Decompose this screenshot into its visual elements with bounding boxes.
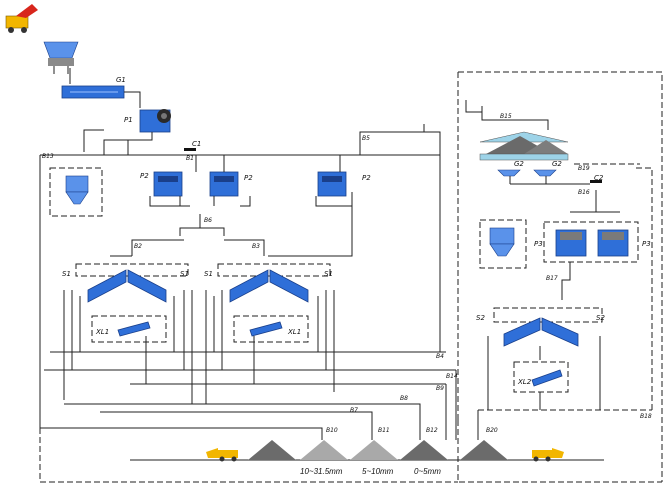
label-b19: B19: [578, 165, 590, 172]
product-fine: 0~5mm: [414, 467, 441, 476]
conveyor-c1-icon: [184, 148, 196, 151]
dump-truck-icon: [5, 4, 38, 33]
label-c2: C2: [594, 174, 604, 182]
stockpile-icon: [248, 440, 508, 460]
sand-washer-right: [249, 321, 283, 337]
label-b16: B16: [578, 189, 590, 196]
label-s1-d: S1: [324, 270, 333, 278]
cone-crusher-mid: [209, 171, 239, 197]
vibrating-screen-s2: [503, 317, 579, 347]
label-b9: B9: [436, 385, 444, 392]
label-b8: B8: [400, 395, 408, 402]
label-b15: B15: [500, 113, 512, 120]
label-p1: P1: [124, 116, 133, 124]
receiving-hopper-icon: [43, 41, 79, 74]
label-g1: G1: [116, 76, 126, 84]
product-coarse: 10~31.5mm: [300, 467, 343, 476]
label-b18: B18: [640, 413, 652, 420]
vsi-crusher-right: [597, 229, 629, 257]
label-s2-b: S2: [596, 314, 605, 322]
label-s1-c: S1: [204, 270, 213, 278]
label-s2-a: S2: [476, 314, 485, 322]
label-b5: B5: [362, 135, 370, 142]
label-xl1-a: XL1: [95, 328, 109, 336]
label-s1-b: S1: [180, 270, 189, 278]
screen-frame-s2: [493, 307, 603, 323]
vsi-crusher-left: [555, 229, 587, 257]
label-xl1-b: XL1: [287, 328, 301, 336]
vibrating-screen-right: [229, 269, 309, 303]
label-c1: C1: [192, 140, 201, 148]
conveyor-c2-icon: [590, 180, 602, 183]
loader-icon: [206, 448, 238, 462]
label-b4: B4: [436, 353, 444, 360]
vibrating-feeder-g1: [61, 85, 125, 99]
feeder-g2-right: [533, 169, 557, 177]
dust-collector-frame: [49, 167, 103, 217]
label-xl2: XL2: [517, 378, 532, 386]
label-p2-right: P2: [362, 174, 371, 182]
label-b11: B11: [378, 427, 390, 434]
label-b20: B20: [486, 427, 498, 434]
surge-bin-icon: [479, 131, 569, 161]
dust-collector-icon: [65, 175, 89, 205]
label-p3-right: P3: [642, 240, 651, 248]
product-medium: 5~10mm: [362, 467, 394, 476]
washer-frame-left: [91, 315, 167, 343]
label-g2-b: G2: [552, 160, 562, 168]
label-p2-mid: P2: [244, 174, 253, 182]
cone-crusher-right: [317, 171, 347, 197]
vibrating-screen-left: [87, 269, 167, 303]
label-b14: B14: [446, 373, 458, 380]
label-g2-a: G2: [514, 160, 524, 168]
vsi-frame: [543, 221, 639, 263]
washer-frame-xl2: [513, 361, 569, 393]
label-b3: B3: [252, 243, 260, 250]
washer-frame-right: [233, 315, 309, 343]
dust-collector-frame-right: [479, 219, 527, 269]
label-b2: B2: [134, 243, 142, 250]
label-b17: B17: [546, 275, 558, 282]
label-b6: B6: [204, 217, 212, 224]
label-b1: B1: [186, 155, 194, 162]
loader-icon-right: [532, 448, 564, 462]
right-section-frame: [458, 71, 663, 482]
dust-collector-icon-right: [489, 227, 515, 257]
label-s1-a: S1: [62, 270, 71, 278]
label-b12: B12: [426, 427, 438, 434]
label-b10: B10: [326, 427, 338, 434]
feeder-g2-left: [497, 169, 521, 177]
cone-crusher-left: [153, 171, 183, 197]
label-p2-left: P2: [140, 172, 149, 180]
sand-washer-xl2: [531, 369, 563, 387]
jaw-crusher-icon: [139, 109, 171, 133]
label-b13: B13: [42, 153, 54, 160]
sand-washer-left: [117, 321, 151, 337]
label-b7: B7: [350, 407, 358, 414]
label-p3-left: P3: [534, 240, 543, 248]
